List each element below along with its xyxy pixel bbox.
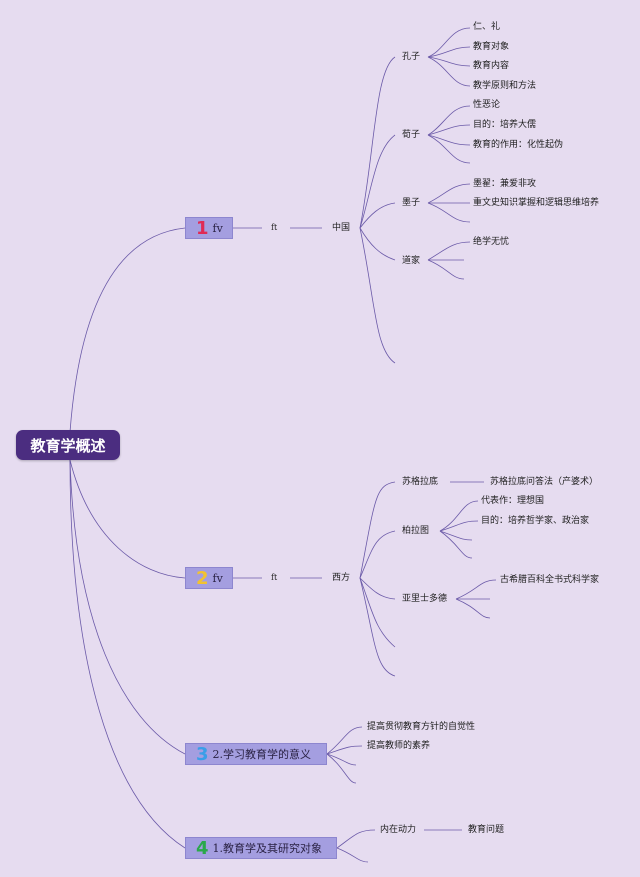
branch-1-number: 1 [196,217,209,239]
leaf[interactable]: 重文史知识掌握和逻辑思维培养 [473,198,600,208]
leaf[interactable]: 苏格拉底问答法（产婆术） [490,477,599,487]
leaf[interactable]: 代表作：理想国 [481,496,545,506]
leaf[interactable]: 绝学无忧 [473,237,510,247]
leaf[interactable]: 性恶论 [473,100,501,110]
edge-root-b3 [69,459,186,755]
branch-2-number: 2 [196,567,209,589]
leaf[interactable]: 提高贯彻教育方针的自觉性 [367,722,476,732]
leaf-education-problem[interactable]: 教育问题 [468,825,505,835]
node-kongzi[interactable]: 孔子 [402,52,421,62]
leaf[interactable]: 教学原则和方法 [473,81,537,91]
branch-3[interactable]: 3 2.学习教育学的意义 [185,743,327,765]
branch-1-label: fv [212,221,223,235]
leaf[interactable]: 目的：培养大儒 [473,120,537,130]
branch-4-number: 4 [196,837,209,859]
leaf[interactable]: 目的：培养哲学家、政治家 [481,516,590,526]
node-aristotle[interactable]: 亚里士多德 [402,594,448,604]
leaf[interactable]: 教育的作用：化性起伪 [473,140,564,150]
node-west[interactable]: 西方 [332,573,351,583]
branch-1[interactable]: 1 fv [185,217,233,239]
branch-2-label: fv [212,571,223,585]
node-daojia[interactable]: 道家 [402,256,421,266]
branch-3-label: 2.学习教育学的意义 [212,748,312,761]
branch-3-number: 3 [196,743,209,765]
node-plato[interactable]: 柏拉图 [402,526,430,536]
root-node[interactable]: 教育学概述 [16,430,120,460]
leaf[interactable]: 教育内容 [473,61,510,71]
node-xunzi[interactable]: 荀子 [402,130,421,140]
node-china[interactable]: 中国 [332,223,351,233]
leaf[interactable]: 仁、礼 [473,22,501,32]
branch-2-connector: ft [271,573,278,582]
edge-root-b2 [69,459,186,579]
edge-root-b4 [69,459,186,849]
branch-1-connector: ft [271,223,278,232]
node-socrates[interactable]: 苏格拉底 [402,477,439,487]
leaf[interactable]: 墨翟：兼爱非攻 [473,179,537,189]
edge-root-b1 [69,227,186,433]
leaf-inner-motivation[interactable]: 内在动力 [380,825,417,835]
leaf[interactable]: 古希腊百科全书式科学家 [500,575,600,585]
branch-4[interactable]: 4 1.教育学及其研究对象 [185,837,337,859]
node-mozi[interactable]: 墨子 [402,198,421,208]
branch-4-label: 1.教育学及其研究对象 [212,842,323,855]
leaf[interactable]: 教育对象 [473,42,510,52]
branch-2[interactable]: 2 fv [185,567,233,589]
leaf[interactable]: 提高教师的素养 [367,741,431,751]
